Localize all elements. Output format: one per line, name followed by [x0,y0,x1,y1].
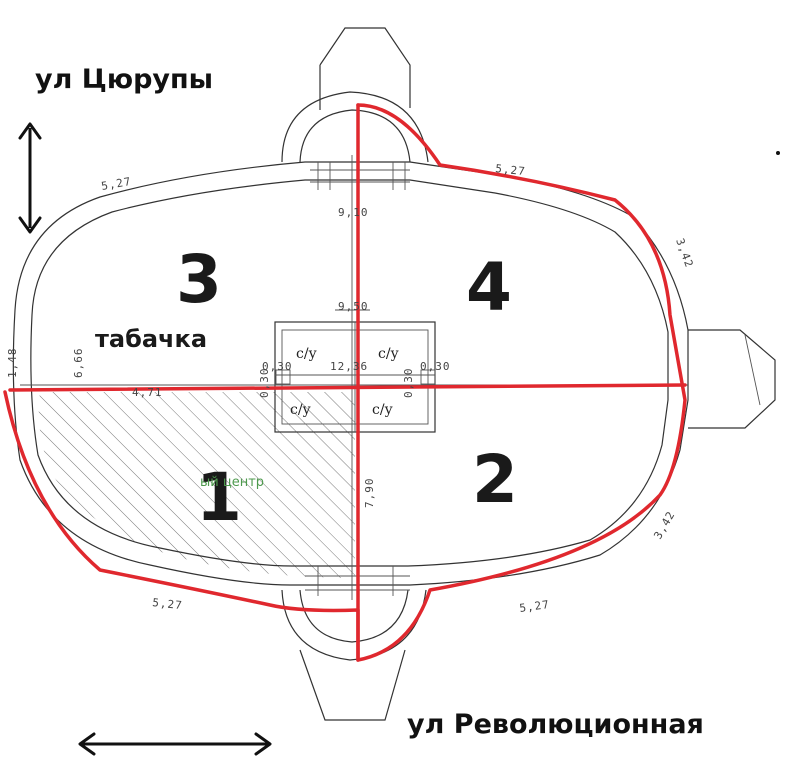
room-1-hatching [38,392,355,578]
dim-bottom-left-arc: 5,27 [152,596,184,612]
dim-bottom-right-arc: 5,27 [519,598,551,615]
top-vestibule [281,91,429,163]
dim-right-lower: 3,42 [651,509,678,542]
dim-left-edge: 1,48 [6,348,19,379]
horizontal-double-arrow [78,732,272,756]
restroom-label-2: с/у [378,346,400,362]
right-porch [688,329,776,429]
dim-wall-b: 0,30 [420,360,451,373]
stray-dot [776,151,780,155]
inner-wall [30,179,669,567]
dim-top-left-arc: 5,27 [100,175,132,193]
room-4-number: 4 [466,249,512,326]
top-porch [319,27,411,110]
room-1-number: 1 [196,459,242,536]
dim-vertical-mid: 9,50 [338,300,369,313]
room-3-number: 3 [176,241,222,318]
dim-left-inner: 6,66 [72,348,85,379]
outer-wall [12,161,689,586]
restroom-label-1: с/у [296,346,318,362]
dim-vertical-top: 9,10 [338,206,369,219]
center-label: ый центр [200,475,264,490]
bottom-vestibule [281,589,427,661]
room-3-tenant: табачка [95,325,207,353]
vertical-double-arrow [18,122,42,234]
dim-wall-d: 0,30 [402,368,415,399]
dim-top-right-arc: 5,27 [495,162,527,178]
restroom-label-4: с/у [372,402,394,418]
dim-center-width: 12,36 [330,360,368,373]
dim-wall-a: 0,30 [262,360,293,373]
room-2-number: 2 [472,441,518,518]
red-outline [3,103,687,662]
dim-wall-c: 0,30 [258,368,271,399]
dim-right-upper: 3,42 [673,237,696,270]
bottom-porch [299,649,406,721]
street-bottom-label: ул Революционная [407,709,704,740]
red-horizontal-divider [8,383,687,392]
restroom-label-3: с/у [290,402,312,418]
street-top-label: ул Цюрупы [35,64,213,95]
dim-left-mid: 4,71 [132,386,163,399]
dim-vertical-bottom: 7,90 [363,478,376,509]
